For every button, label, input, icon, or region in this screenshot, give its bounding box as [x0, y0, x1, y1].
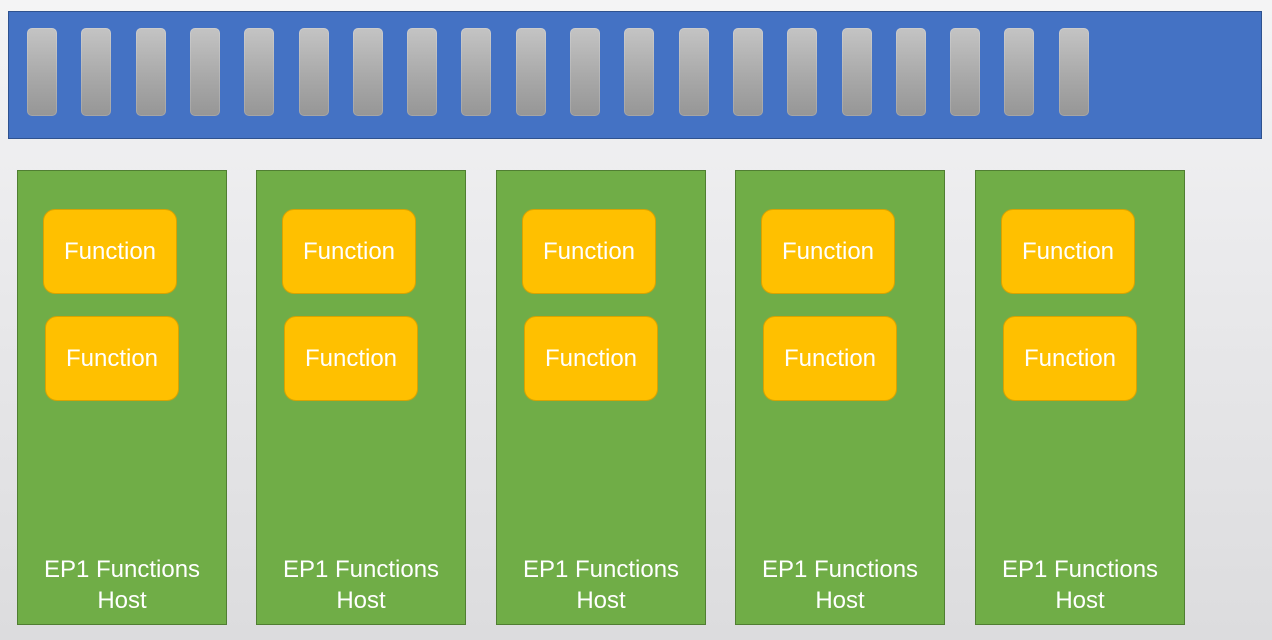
host-label: EP1 Functions Host — [976, 554, 1184, 616]
function-box: Function — [284, 316, 418, 401]
queue-message-slot — [81, 28, 111, 116]
host-label-line1: EP1 Functions — [1001, 556, 1159, 583]
queue-message-slot — [244, 28, 274, 116]
host-label-line1: EP1 Functions — [43, 556, 201, 583]
functions-host-5: Function Function EP1 Functions Host — [975, 170, 1185, 625]
host-label-line2: Host — [576, 587, 626, 614]
queue-message-slot — [950, 28, 980, 116]
queue-message-slot — [1059, 28, 1089, 116]
queue-message-slot — [516, 28, 546, 116]
queue-message-slot — [896, 28, 926, 116]
queue-message-slot — [787, 28, 817, 116]
function-box: Function — [763, 316, 897, 401]
host-label-line1: EP1 Functions — [761, 556, 919, 583]
queue-message-slot — [299, 28, 329, 116]
queue-message-slot — [353, 28, 383, 116]
queue-bar — [8, 11, 1262, 139]
host-label: EP1 Functions Host — [497, 554, 705, 616]
function-box: Function — [282, 209, 416, 294]
queue-message-slot — [27, 28, 57, 116]
queue-message-slot — [624, 28, 654, 116]
function-box: Function — [522, 209, 656, 294]
queue-message-slot — [461, 28, 491, 116]
function-box: Function — [43, 209, 177, 294]
queue-message-slot — [407, 28, 437, 116]
queue-message-slot — [136, 28, 166, 116]
functions-host-4: Function Function EP1 Functions Host — [735, 170, 945, 625]
host-label-line2: Host — [97, 587, 147, 614]
queue-message-slot — [190, 28, 220, 116]
host-label-line1: EP1 Functions — [282, 556, 440, 583]
functions-host-3: Function Function EP1 Functions Host — [496, 170, 706, 625]
host-label-line2: Host — [336, 587, 386, 614]
host-label-line2: Host — [815, 587, 865, 614]
function-box: Function — [761, 209, 895, 294]
queue-message-slot — [733, 28, 763, 116]
functions-host-2: Function Function EP1 Functions Host — [256, 170, 466, 625]
queue-message-slot — [570, 28, 600, 116]
functions-host-1: Function Function EP1 Functions Host — [17, 170, 227, 625]
queue-message-slot — [842, 28, 872, 116]
queue-message-slot — [1004, 28, 1034, 116]
host-label-line2: Host — [1055, 587, 1105, 614]
host-label: EP1 Functions Host — [18, 554, 226, 616]
function-box: Function — [45, 316, 179, 401]
function-box: Function — [1001, 209, 1135, 294]
host-label: EP1 Functions Host — [257, 554, 465, 616]
function-box: Function — [1003, 316, 1137, 401]
host-label: EP1 Functions Host — [736, 554, 944, 616]
queue-message-slot — [679, 28, 709, 116]
host-label-line1: EP1 Functions — [522, 556, 680, 583]
function-box: Function — [524, 316, 658, 401]
